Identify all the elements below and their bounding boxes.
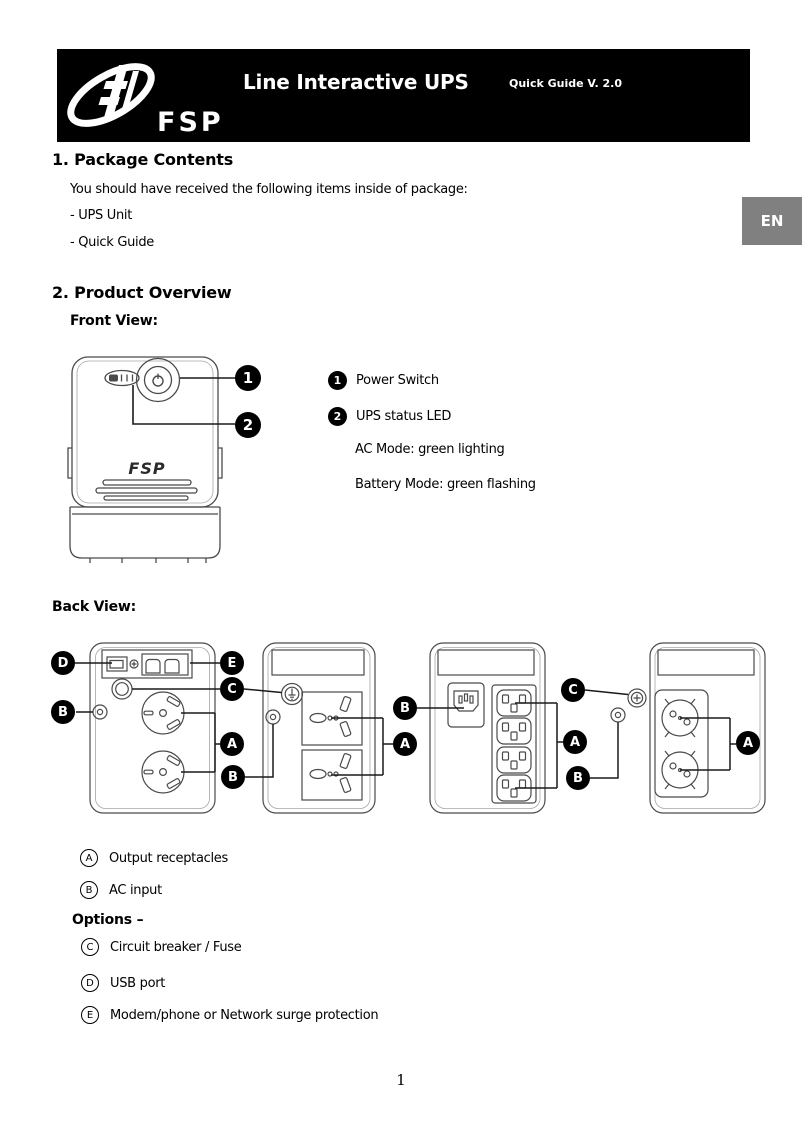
legend-label-usb-port: USB port [110,975,166,991]
back-unit-australian [89,642,216,814]
note-battery-mode: Battery Mode: green flashing [355,477,536,492]
vent-slot [103,495,189,501]
package-item-guide: - Quick Guide [70,235,154,250]
back-callout-badge-a: A [736,731,760,755]
ground-icon [288,688,296,700]
legend-circle-a: A [80,849,98,867]
legend-label-ac-input: AC input [109,882,162,898]
back-callout-badge-d: D [51,651,75,675]
front-callout-badge-2: 2 [235,412,261,438]
package-item-ups: - UPS Unit [70,208,133,223]
front-view-label: Front View: [70,313,158,329]
output-receptacle [141,750,185,794]
output-receptacle [141,691,185,735]
modem-surge-ports [141,653,189,676]
legend-badge-2: 2 [328,407,347,426]
legend-label-status-led: UPS status LED [356,409,452,424]
back-callout-badge-a: A [393,732,417,756]
legend-row-circuit-breaker: C Circuit breaker / Fuse [81,938,242,956]
legend-label-modem-surge: Modem/phone or Network surge protection [110,1007,379,1023]
legend-row-ac-input: B AC input [80,881,162,899]
fsp-logo-swoosh [67,63,155,127]
right-side-tab [218,447,223,479]
back-unit-schuko [610,642,766,814]
front-callout-badge-1: 1 [235,365,261,391]
version-label: Quick Guide V. 2.0 [509,77,623,90]
back-callout-badge-b: B [221,765,245,789]
back-callout-badge-a: A [220,732,244,756]
legend-row-output-receptacles: A Output receptacles [80,849,228,867]
back-view-label: Back View: [52,599,137,615]
option-port-panel [271,649,365,676]
device-logo-text: FSP [128,459,165,478]
circuit-breaker [111,678,133,700]
ac-input [610,707,626,723]
front-legend-row-status-led: 2 UPS status LED [328,407,451,426]
back-unit-universal [262,642,376,814]
back-view-diagram [75,642,766,814]
legend-row-usb-port: D USB port [81,974,165,992]
vent-slot [95,487,198,494]
back-callout-badge-b: B [51,700,75,724]
output-receptacle [496,746,532,774]
ups-front-base [69,506,221,559]
page-title: Line Interactive UPS [243,70,469,94]
legend-label-circuit-breaker: Circuit breaker / Fuse [110,939,242,955]
section-heading-package-contents: 1. Package Contents [52,150,234,169]
back-callout-badge-c: C [561,678,585,702]
back-callout-lines [75,662,736,789]
legend-label-power-switch: Power Switch [356,373,439,388]
front-legend-row-power-switch: 1 Power Switch [328,371,439,390]
fsp-logo: FSP [67,63,224,138]
legend-badge-1: 1 [328,371,347,390]
back-callout-badge-b: B [566,766,590,790]
options-label: Options – [72,912,144,928]
iec-outlet-column [491,684,537,804]
option-port-panel [437,649,535,676]
circuit-breaker [627,688,647,708]
legend-circle-b: B [80,881,98,899]
legend-circle-c: C [81,938,99,956]
legend-label-output-receptacles: Output receptacles [109,850,228,866]
screw-icon [129,659,139,669]
ac-input-iec-inlet [447,682,485,728]
back-unit-iec [429,642,546,814]
power-button [135,357,181,403]
back-callout-badge-a: A [563,730,587,754]
note-ac-mode: AC Mode: green lighting [355,442,505,457]
back-callout-badge-b: B [393,696,417,720]
usb-port-icon [106,656,128,672]
schuko-panel [654,689,709,798]
output-receptacle [496,717,532,745]
package-intro: You should have received the following i… [70,182,468,197]
legend-row-modem-surge: E Modem/phone or Network surge protectio… [81,1006,379,1024]
back-callout-badge-e: E [220,651,244,675]
left-side-tab [67,447,72,479]
back-callout-badge-c: C [220,677,244,701]
status-led [104,369,140,387]
front-callout-lines [132,377,235,425]
legend-circle-d: D [81,974,99,992]
vent-slot [102,479,192,486]
section-heading-product-overview: 2. Product Overview [52,283,232,302]
option-port-panel [657,649,755,676]
option-port-panel [101,649,193,679]
front-view-diagram: FSP [67,356,235,563]
legend-circle-e: E [81,1006,99,1024]
page-number: 1 [396,1071,406,1089]
language-tab: EN [742,197,802,245]
fsp-logo-wordmark: FSP [157,107,224,138]
header-banner: FSP Line Interactive UPS Quick Guide V. … [57,49,750,142]
